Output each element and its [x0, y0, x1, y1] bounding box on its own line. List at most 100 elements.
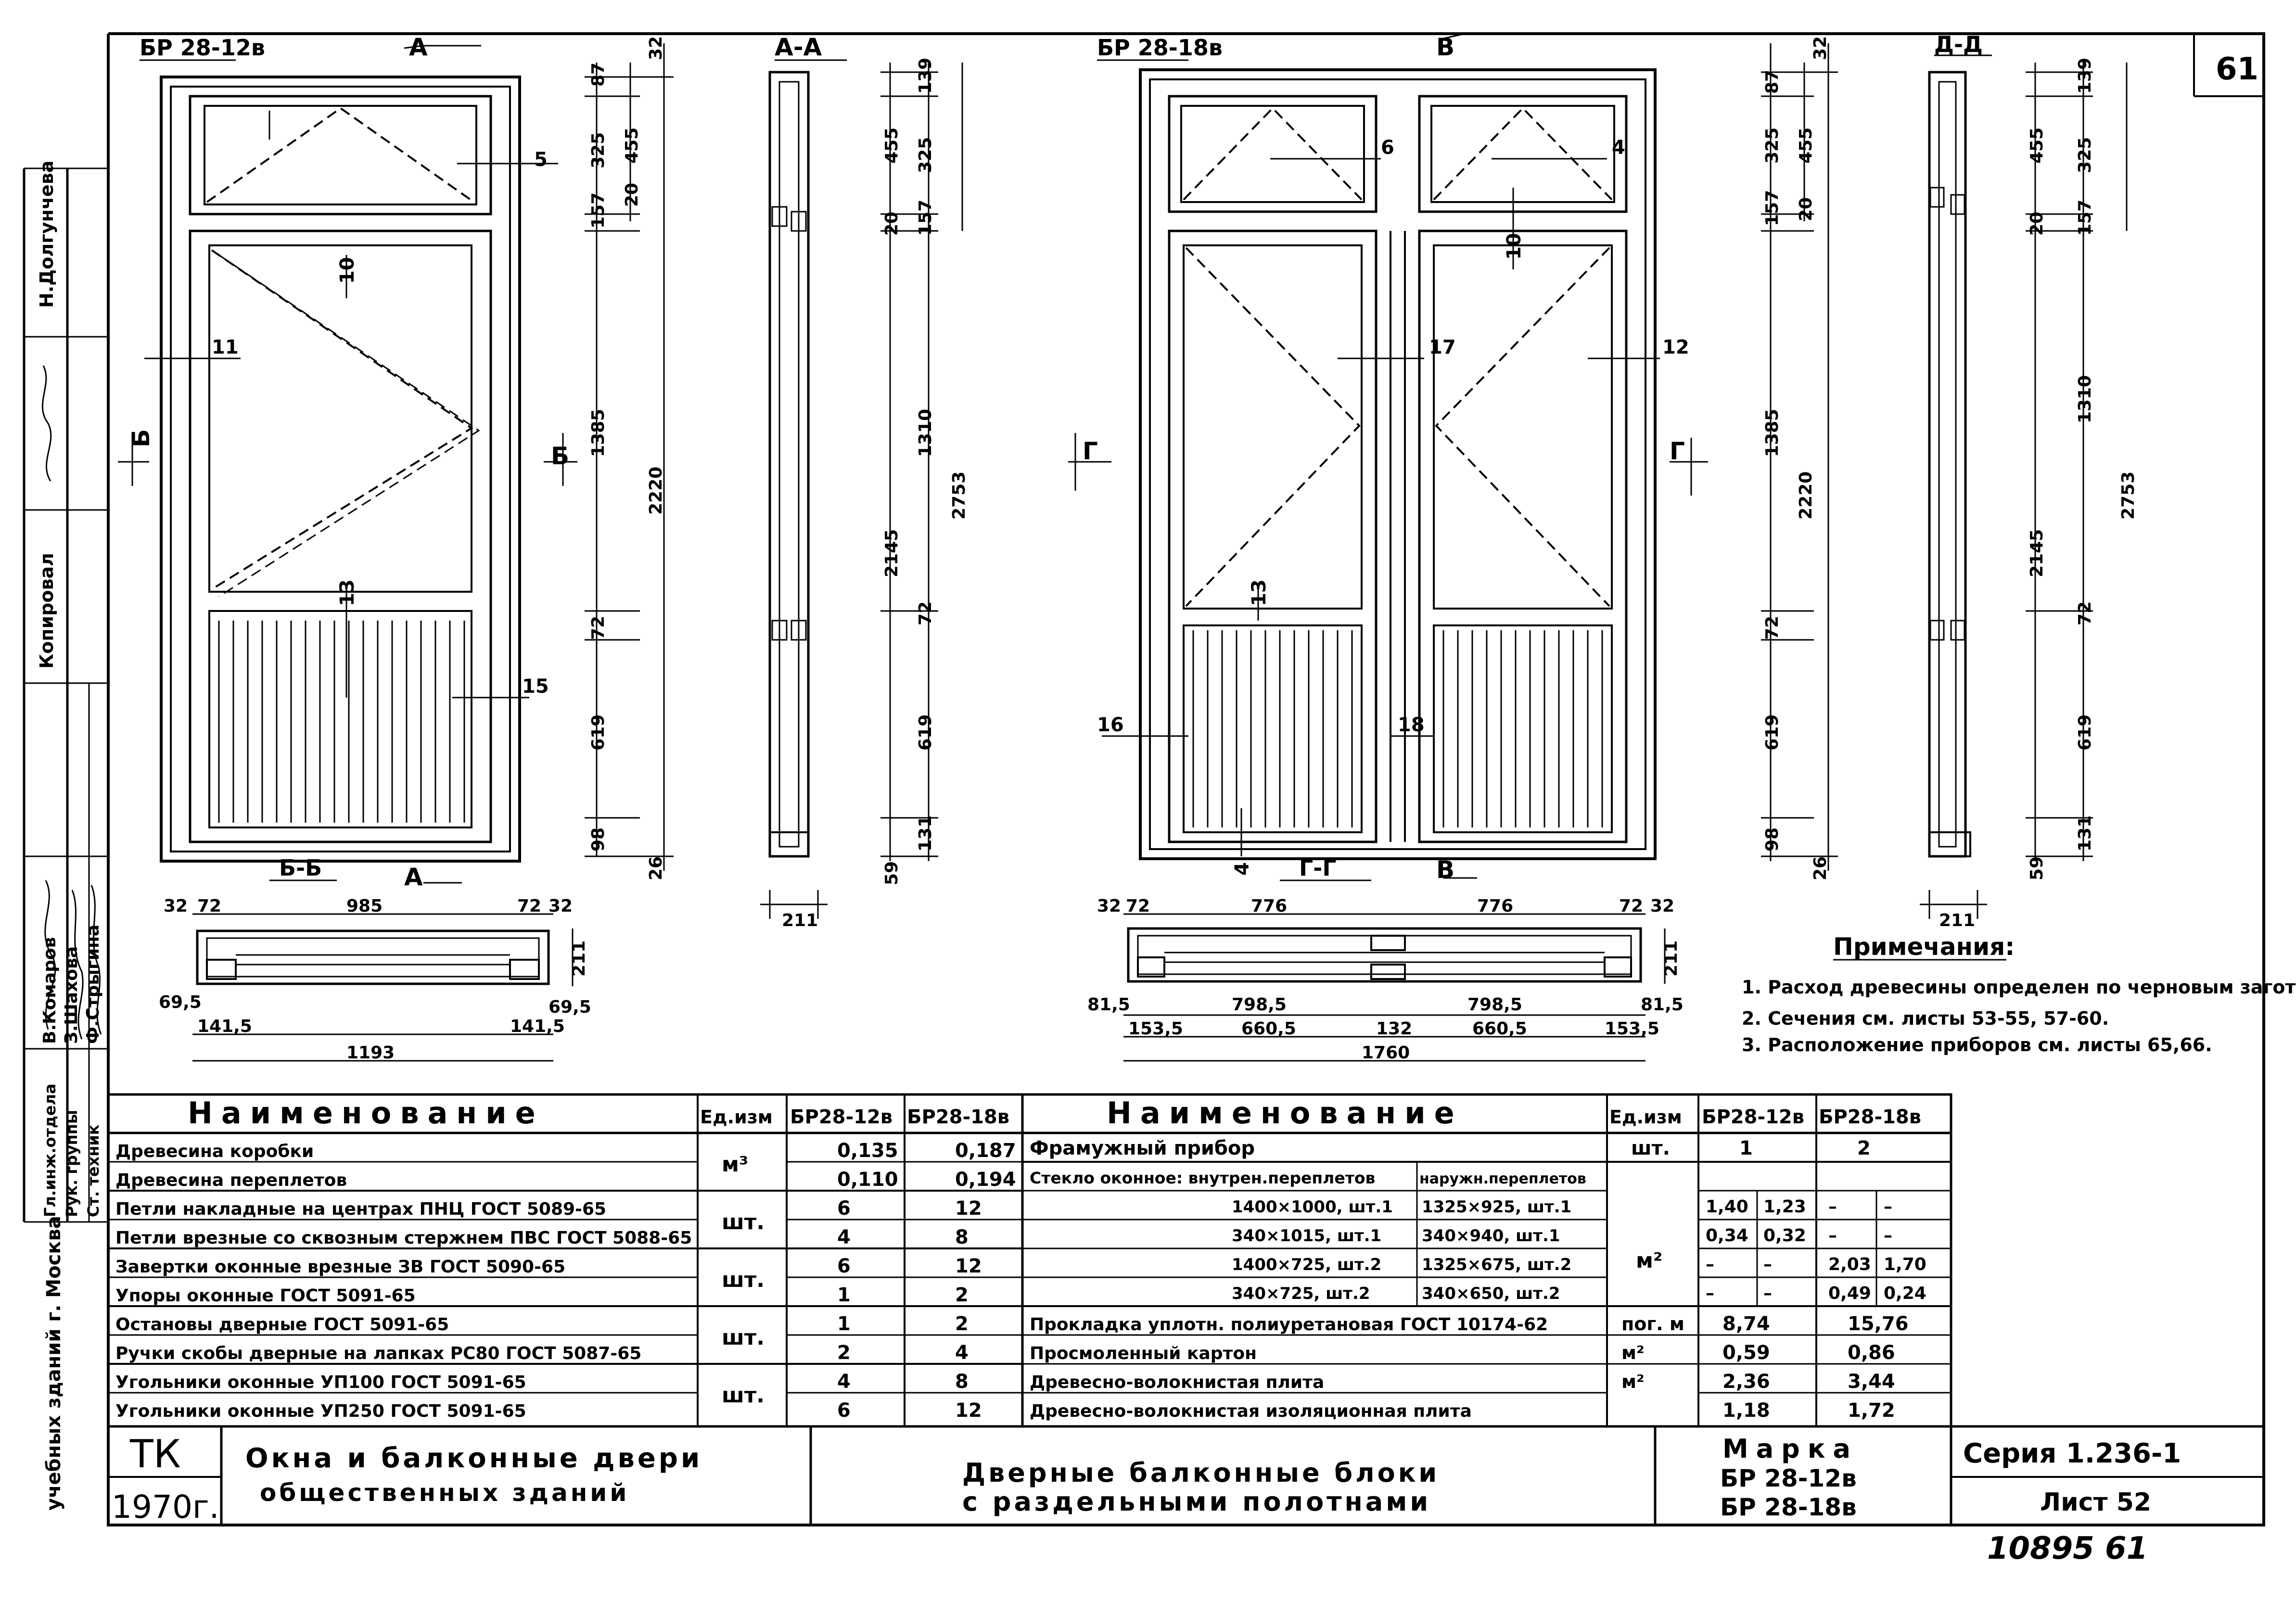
dim-dd-157: 157 — [2075, 200, 2095, 236]
spec-left-item-name: Завертки оконные врезные ЗВ ГОСТ 5090-65 — [115, 1257, 565, 1277]
spec-left-item-12v: 4 — [837, 1371, 851, 1393]
dim-aa-20: 20 — [882, 212, 902, 236]
spec-left-item-unit: шт. — [722, 1268, 765, 1292]
spec-left-item-12v: 1 — [837, 1284, 851, 1306]
glass-18v-outer: 1,70 — [1884, 1255, 1926, 1274]
glass-12v-inner: 1,40 — [1706, 1197, 1748, 1217]
dim-dd-455: 455 — [2027, 127, 2047, 164]
glass-12v-inner: – — [1706, 1284, 1714, 1303]
dim-l-619: 619 — [588, 714, 608, 750]
plan-l-1193: 1193 — [346, 1043, 395, 1063]
glass-12v-inner: – — [1706, 1255, 1714, 1274]
callout-11: 11 — [212, 336, 239, 358]
right-door-title: БР 28-18в — [1097, 35, 1223, 61]
spec-left-item-name: Ручки скобы дверные на лапках РС80 ГОСТ … — [115, 1344, 641, 1363]
plan-l-211: 211 — [569, 941, 589, 977]
section-aa-dimensions — [880, 63, 963, 861]
dim-aa-2145: 2145 — [882, 529, 902, 577]
spec-left-item-18v: 0,194 — [955, 1169, 1016, 1191]
plan-l-69-5a: 69,5 — [159, 992, 202, 1012]
spec-right-item-12v: 0,59 — [1722, 1342, 1770, 1364]
dim-l-72: 72 — [588, 616, 608, 640]
spec-right-header-18v: БР28-18в — [1819, 1106, 1921, 1128]
dim-dd-211: 211 — [1939, 911, 1975, 930]
spec-left-item-name: Древесина переплетов — [115, 1170, 347, 1190]
mark-b-left: Б — [127, 429, 155, 447]
glass-outer-title: наружн.переплетов — [1419, 1170, 1586, 1187]
spec-left-item-12v: 6 — [837, 1399, 851, 1422]
dim-l-2220: 2220 — [646, 467, 666, 515]
spec-table-right — [1021, 1093, 1952, 1428]
dim-l-26: 26 — [646, 856, 666, 880]
callout-15: 15 — [522, 675, 549, 698]
sheet-number: Лист 52 — [2040, 1488, 2151, 1517]
plan-r-1760: 1760 — [1362, 1043, 1410, 1063]
dim-r-619: 619 — [1762, 714, 1782, 750]
mark-a-bottom: А — [404, 863, 423, 891]
spec-left-item-18v: 0,187 — [955, 1140, 1016, 1162]
spec-left-item-18v: 4 — [955, 1342, 969, 1364]
dim-dd-2753: 2753 — [2118, 471, 2138, 520]
glass-outer-size: 1325×675, шт.2 — [1422, 1255, 1571, 1274]
spec-right-item-18v: 15,76 — [1848, 1313, 1909, 1335]
dim-r-20: 20 — [1796, 197, 1816, 221]
dim-aa-72: 72 — [916, 601, 935, 625]
year: 1970г. — [112, 1488, 219, 1526]
spec-left-item-18v: 2 — [955, 1284, 969, 1306]
plan-r-132: 132 — [1376, 1019, 1412, 1039]
dim-r-87: 87 — [1762, 70, 1782, 94]
plan-r-153-5b: 153,5 — [1605, 1019, 1659, 1039]
dim-r-455: 455 — [1796, 127, 1816, 164]
spec-right-item-12v: 8,74 — [1722, 1313, 1770, 1335]
spec-left-header-unit: Ед.изм — [700, 1106, 773, 1128]
spec-right-item-18v: 1,72 — [1848, 1399, 1895, 1422]
glass-18v-outer: 0,24 — [1884, 1284, 1926, 1303]
fram-unit: шт. — [1631, 1137, 1670, 1159]
dim-r-26: 26 — [1811, 856, 1830, 880]
spec-right-item-18v: 3,44 — [1848, 1371, 1895, 1393]
plan-l-141-5a: 141,5 — [197, 1017, 252, 1036]
left-stamp — [23, 167, 108, 1223]
spec-left-item-12v: 6 — [837, 1255, 851, 1277]
sheet-name-2: с раздельными полотнами — [962, 1487, 1431, 1517]
dim-aa-157: 157 — [916, 200, 935, 236]
plan-r-153-5a: 153,5 — [1128, 1019, 1183, 1039]
note-3: 3. Расположение приборов см. листы 65,66… — [1742, 1034, 2212, 1055]
section-bb-label: Б-Б — [279, 855, 322, 881]
left-door-title: БР 28-12в — [140, 35, 265, 61]
spec-right-item-unit: м² — [1621, 1371, 1645, 1392]
sheet-corner-number: 61 — [2216, 51, 2258, 87]
spec-left-item-unit: м³ — [722, 1152, 748, 1177]
plan-l-72b: 72 — [517, 896, 541, 916]
mark-v-top: В — [1436, 33, 1454, 61]
dim-l-325: 325 — [588, 132, 608, 168]
glass-18v-inner: – — [1828, 1226, 1837, 1246]
dim-l-1385: 1385 — [588, 409, 608, 457]
dim-r-157: 157 — [1762, 190, 1782, 226]
callout-4-top: 4 — [1612, 137, 1625, 159]
spec-left-header-name: Наименование — [188, 1095, 544, 1131]
dim-l-455: 455 — [622, 127, 642, 164]
glass-18v-inner: – — [1828, 1197, 1837, 1217]
spec-left-item-12v: 2 — [837, 1342, 851, 1364]
dim-l-32: 32 — [646, 36, 666, 60]
dim-l-20: 20 — [622, 183, 642, 207]
plan-r-660-5a: 660,5 — [1241, 1019, 1296, 1039]
right-door-dimensions — [1761, 43, 1838, 871]
dim-aa-2753: 2753 — [949, 471, 969, 520]
signatures — [41, 365, 102, 1040]
spec-right-item-18v: 0,86 — [1848, 1342, 1895, 1364]
section-dd-label: Д-Д — [1934, 31, 1983, 57]
dim-dd-2145: 2145 — [2027, 529, 2047, 577]
glass-outer-size: 340×940, шт.1 — [1422, 1226, 1560, 1246]
object-name: учебных зданий г. Москва — [43, 1216, 65, 1511]
dim-l-98: 98 — [588, 827, 608, 852]
mark-g-left: Г — [1083, 437, 1098, 465]
note-2: 2. Сечения см. листы 53-55, 57-60. — [1742, 1008, 2109, 1029]
note-1: 1. Расход древесины определен по черновы… — [1742, 977, 2296, 998]
spec-left-item-name: Остановы дверные ГОСТ 5091-65 — [115, 1315, 449, 1335]
plan-l-985: 985 — [346, 896, 383, 916]
name-komarov: В.Комаров — [40, 937, 60, 1044]
spec-right-item-name: Древесно-волокнистая изоляционная плита — [1030, 1401, 1472, 1421]
